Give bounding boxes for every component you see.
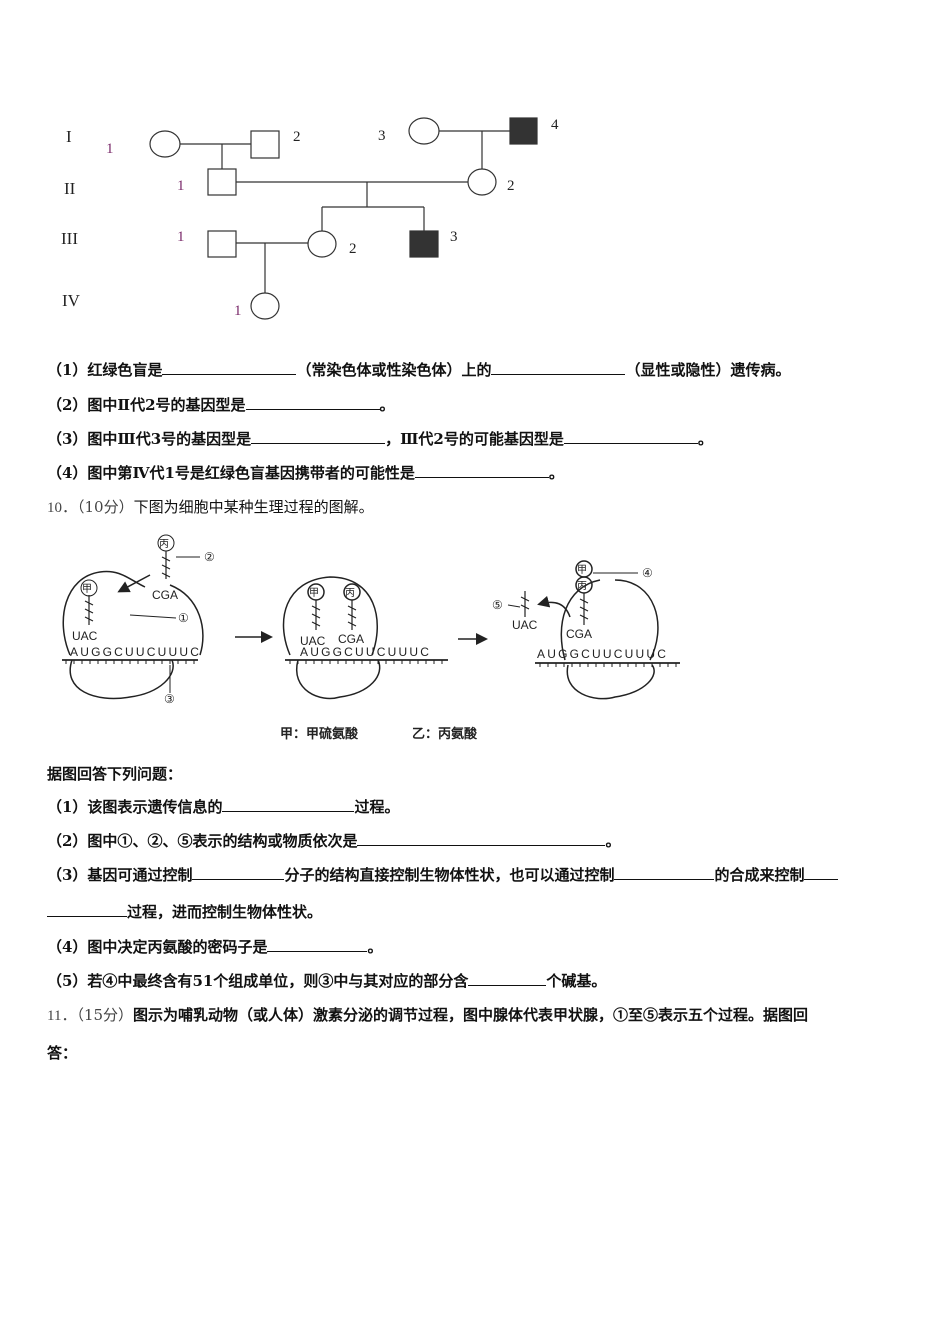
anticodon-cga-1: CGA <box>152 588 178 602</box>
q9-part1: （1）红绿色盲是（常染色体或性染色体）上的（显性或隐性）遗传病。 <box>47 360 791 379</box>
q11-stem: 11．（15分）图示为哺乳动物（或人体）激素分泌的调节过程，图中腺体代表甲状腺，… <box>47 1006 809 1024</box>
mrna-3: AUGGCUUCUUUC <box>537 647 668 661</box>
generation-label-III: III <box>61 229 78 248</box>
label-III-3: 3 <box>450 229 458 245</box>
answer-blank[interactable] <box>267 937 368 952</box>
affected-male-III-3 <box>409 230 439 258</box>
q10-stem: 10．（10分）下图为细胞中某种生理过程的图解。 <box>47 498 374 516</box>
label-I-3: 3 <box>378 128 386 144</box>
label-III-2: 2 <box>349 241 357 257</box>
q10-part4: （4）图中决定丙氨酸的密码子是。 <box>47 937 383 956</box>
circle-2-label: ② <box>204 550 215 564</box>
answer-blank[interactable] <box>491 360 626 375</box>
translation-svg: 甲 丙 ② CGA ① UAC AUGGCUUCUUUC ③ 甲 丙 UAC C… <box>62 534 680 741</box>
legend-jia: 甲：甲硫氨酸 <box>280 726 359 741</box>
answer-blank[interactable] <box>357 831 606 846</box>
answer-blank[interactable] <box>192 865 285 880</box>
generation-label-I: I <box>66 127 72 146</box>
male-II-1 <box>207 168 237 196</box>
panel-1-labels <box>80 534 175 597</box>
bing-label-2: 丙 <box>345 588 355 599</box>
mrna-2: AUGGCUUCUUUC <box>300 645 431 659</box>
pedigree-lines <box>149 117 538 320</box>
label-III-1: 1 <box>177 229 185 245</box>
label-II-1: 1 <box>177 178 185 194</box>
answer-blank[interactable] <box>563 429 698 444</box>
label-IV-1: 1 <box>234 303 242 319</box>
answer-blank[interactable] <box>222 797 355 812</box>
ribosome-panel-3 <box>507 560 680 700</box>
bing-label-1: 丙 <box>159 539 169 550</box>
anticodon-cga-2: CGA <box>338 632 364 646</box>
anticodon-uac-2: UAC <box>300 634 326 648</box>
female-I-3 <box>408 117 440 145</box>
pedigree-chart: I II III IV 1 2 3 4 1 2 1 2 3 1 <box>0 0 950 340</box>
q11-stem-cont: 答： <box>47 1044 78 1062</box>
ribosome-panel-2 <box>282 576 448 700</box>
circle-1-label: ① <box>178 611 189 625</box>
female-IV-1 <box>250 292 280 320</box>
generation-label-II: II <box>64 179 76 198</box>
answer-blank[interactable] <box>414 463 549 478</box>
answer-blank[interactable] <box>245 395 380 410</box>
jia-label-2: 甲 <box>309 588 319 599</box>
anticodon-cga-3: CGA <box>566 627 592 641</box>
circle-5-label: ⑤ <box>492 598 503 612</box>
label-II-2: 2 <box>507 178 515 194</box>
ribosome-panel-1 <box>62 551 204 700</box>
label-I-4: 4 <box>551 117 559 133</box>
female-III-2 <box>307 230 337 258</box>
q9-part4: （4）图中第Ⅳ代1号是红绿色盲基因携带者的可能性是。 <box>47 463 564 482</box>
translation-diagram: 甲 丙 ② CGA ① UAC AUGGCUUCUUUC ③ 甲 丙 UAC C… <box>0 525 950 750</box>
answer-blank[interactable] <box>162 360 297 375</box>
answer-blank[interactable] <box>468 971 547 986</box>
circle-4-label: ④ <box>642 566 653 580</box>
q10-part3-cont: 过程，进而控制生物体性状。 <box>47 902 322 922</box>
jia-label-3: 甲 <box>577 565 587 576</box>
answer-blank[interactable] <box>614 865 715 880</box>
label-I-1: 1 <box>106 141 114 157</box>
female-I-1 <box>149 130 181 158</box>
jia-label-1: 甲 <box>82 584 92 595</box>
anticodon-uac-1: UAC <box>72 629 98 643</box>
mrna-1: AUGGCUUCUUUC <box>70 645 201 659</box>
q10-part3: （3）基因可通过控制分子的结构直接控制生物体性状，也可以通过控制的合成来控制 <box>47 865 839 885</box>
q10-part2: （2）图中①、②、⑤表示的结构或物质依次是。 <box>47 831 621 850</box>
male-III-1 <box>207 230 237 258</box>
affected-male-I-4 <box>509 117 538 145</box>
q10-intro: 据图回答下列问题： <box>47 765 183 783</box>
q10-part5: （5）若④中最终含有51个组成单位，则③中与其对应的部分含个碱基。 <box>47 971 607 990</box>
q9-part2: （2）图中Ⅱ代2号的基因型是。 <box>47 395 395 414</box>
male-I-2 <box>250 130 280 159</box>
circle-3-label: ③ <box>164 692 175 706</box>
female-II-2 <box>467 168 497 196</box>
answer-blank[interactable] <box>47 902 127 917</box>
q10-part1: （1）该图表示遗传信息的过程。 <box>47 797 400 816</box>
bing-label-3: 丙 <box>577 581 587 592</box>
label-I-2: 2 <box>293 129 301 145</box>
answer-blank[interactable] <box>804 865 839 880</box>
legend-yi: 乙：丙氨酸 <box>412 726 478 741</box>
answer-blank[interactable] <box>251 429 386 444</box>
q9-part3: （3）图中Ⅲ代3号的基因型是，Ⅲ代2号的可能基因型是。 <box>47 429 713 448</box>
generation-label-IV: IV <box>62 291 80 310</box>
anticodon-uac-3: UAC <box>512 618 538 632</box>
